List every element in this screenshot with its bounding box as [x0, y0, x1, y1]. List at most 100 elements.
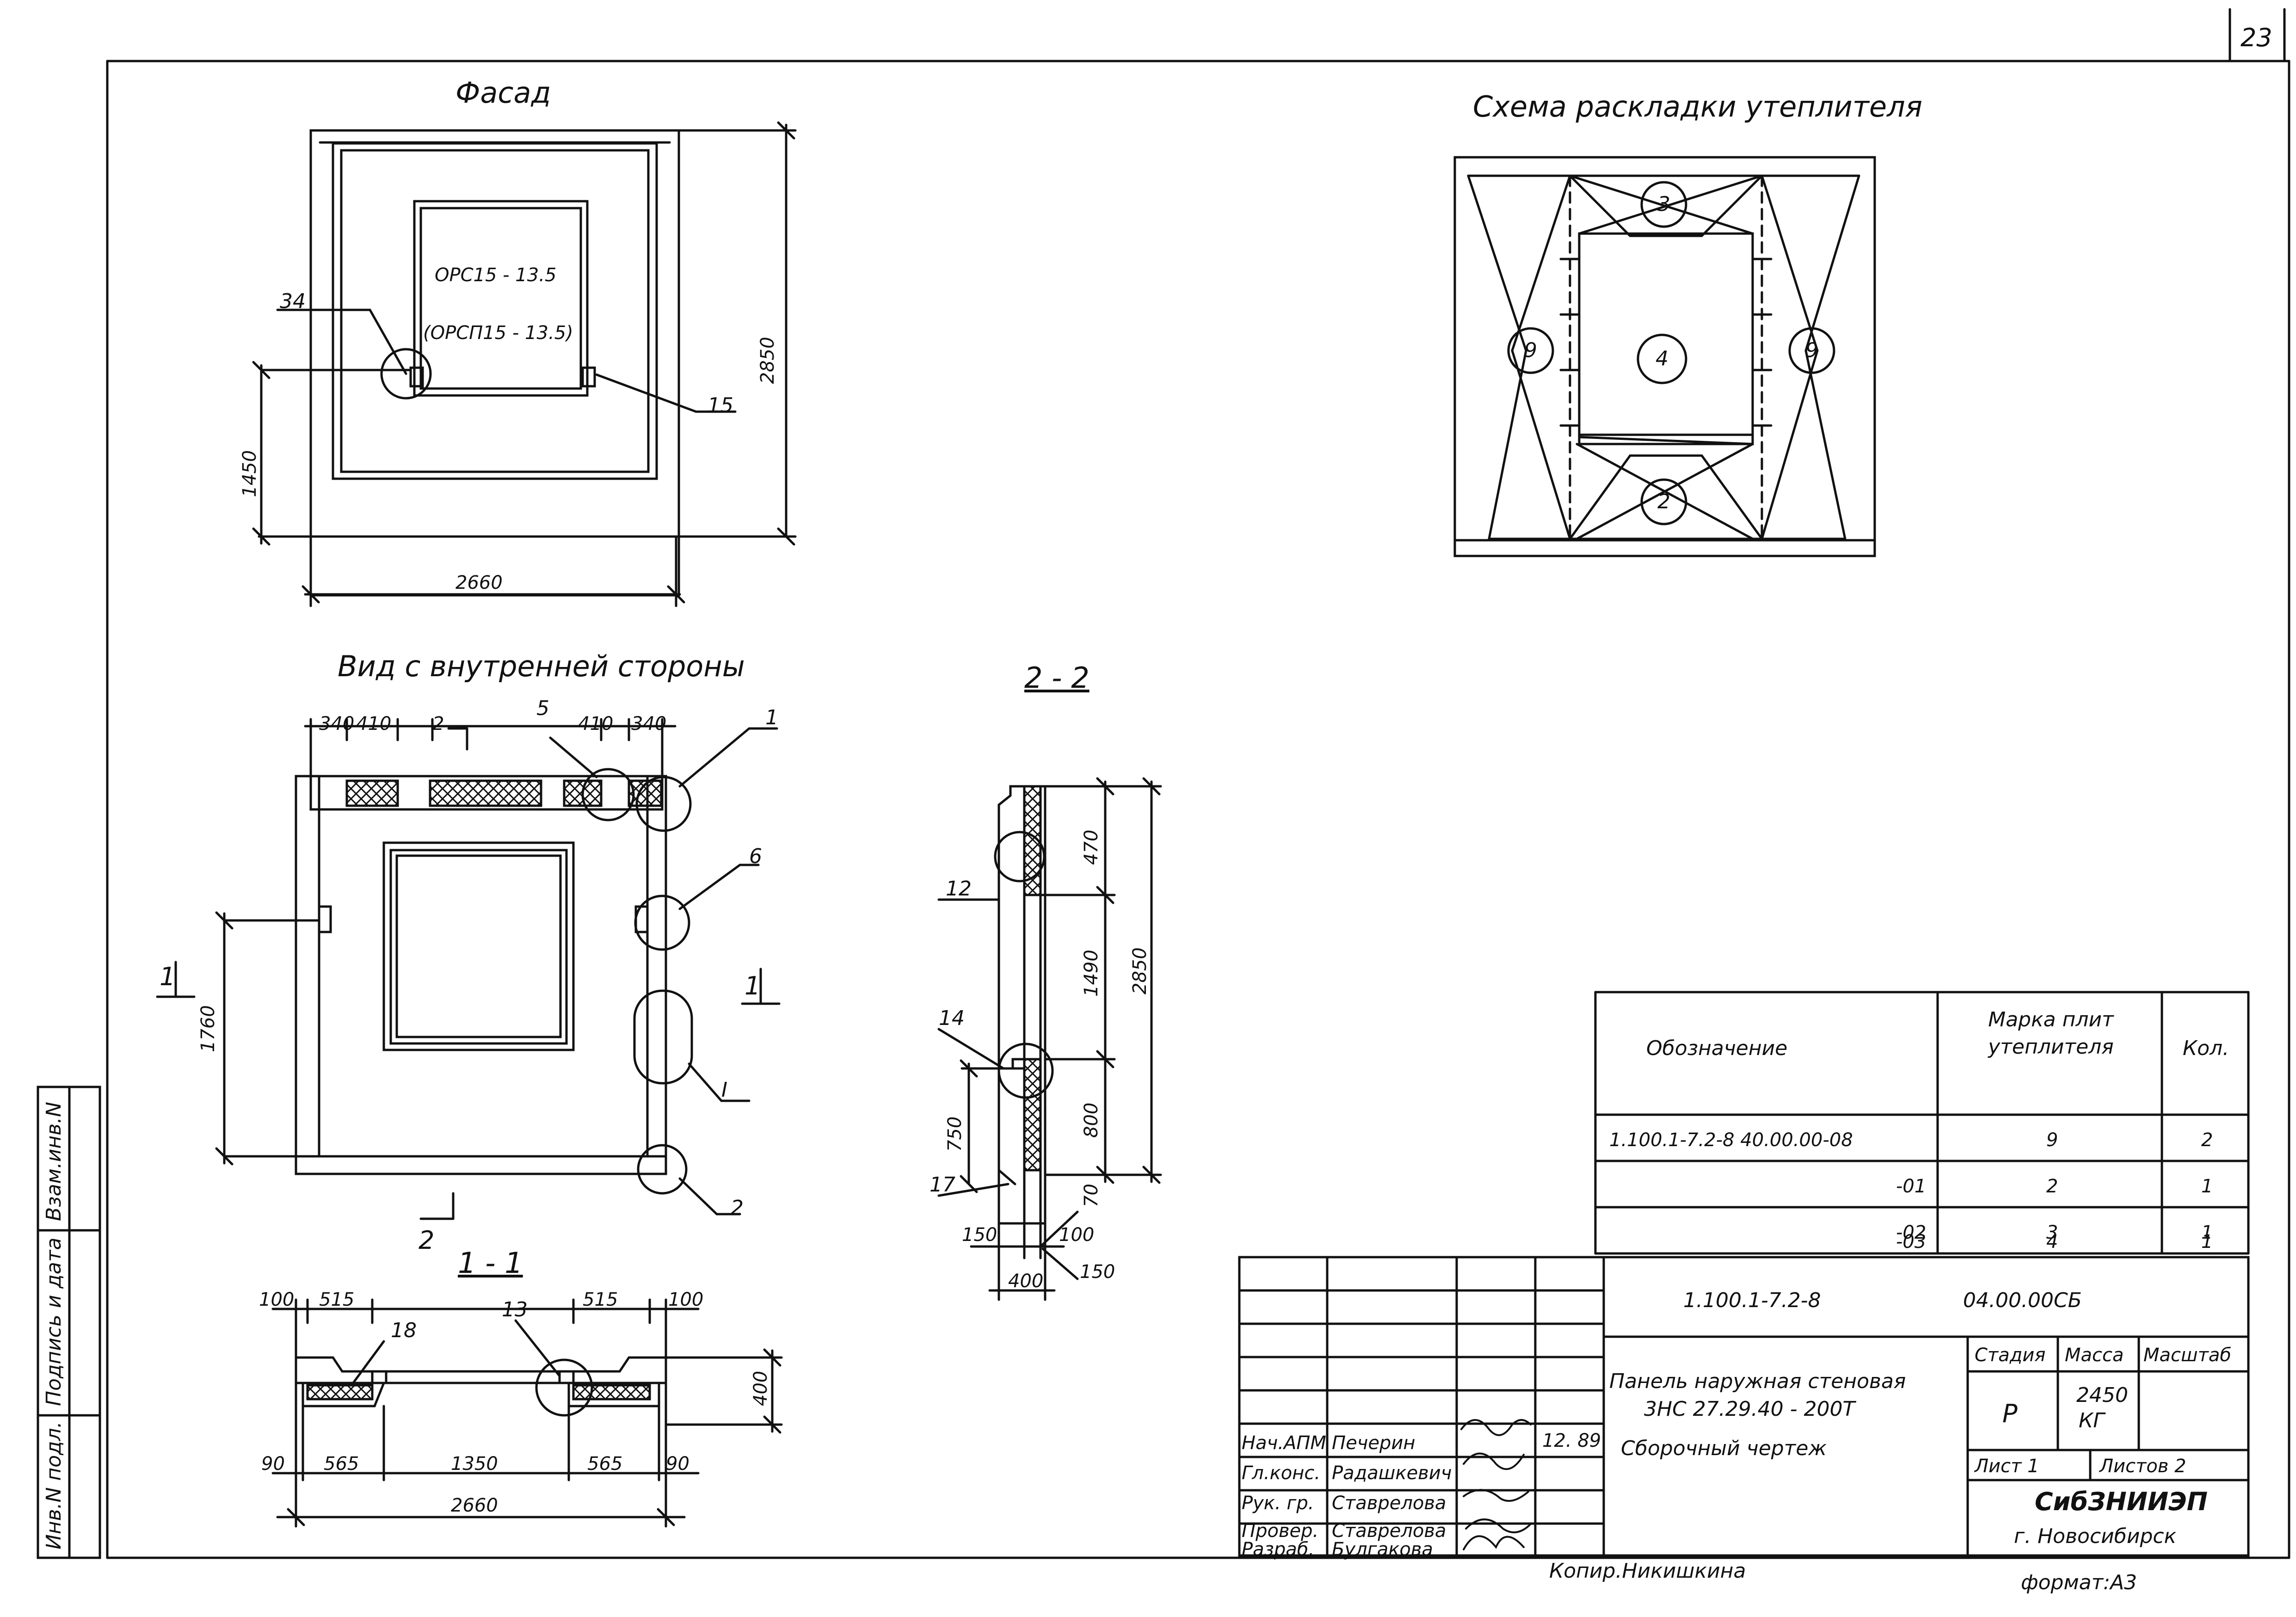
signer-name: Булгакова	[1332, 1539, 1433, 1560]
title-city: г. Новосибирск	[2014, 1524, 2177, 1548]
spec-table-frame	[1594, 991, 2250, 1255]
title-mass: 2450	[2076, 1383, 2128, 1407]
section-2-2-dim-800: 800	[1081, 1102, 1102, 1138]
facade-dim-width: 2660	[456, 572, 503, 593]
spec-header-designation: Обозначение	[1646, 1037, 1788, 1060]
section-2-2-dim-150b: 150	[1080, 1261, 1115, 1283]
spec-row-designation: -03	[1896, 1231, 1927, 1253]
spec-row-mark: 2	[2046, 1176, 2058, 1197]
spec-row-qty: 1	[2201, 1231, 2213, 1253]
section-2-2-dim-400: 400	[1008, 1271, 1044, 1292]
section-1-1-dim-1350: 1350	[451, 1453, 498, 1475]
insulation-scheme-drawing	[1453, 156, 1876, 557]
section-1-1-dim-100b: 100	[668, 1289, 704, 1310]
section-1-1-dim-515b: 515	[583, 1289, 618, 1310]
insulation-pos-right: 9	[1805, 339, 1818, 362]
inner-view-title: Вид с внутренней стороны	[338, 649, 745, 683]
inner-dim-410-left: 410	[356, 713, 392, 734]
signer-role: Рук. гр.	[1242, 1493, 1314, 1514]
inner-callout-1: 1	[765, 706, 778, 729]
inner-view-drawing	[156, 718, 781, 1220]
facade-dim-height: 2850	[757, 337, 778, 384]
section-2-2-title: 2 - 2	[1024, 661, 1090, 695]
side-stamp-frame	[37, 1086, 101, 1559]
section-1-1-callout-18: 18	[391, 1319, 417, 1342]
inner-dim-340-right: 340	[631, 713, 667, 734]
title-mass-label: Масса	[2065, 1345, 2124, 1366]
title-name-line3: Сборочный чертеж	[1621, 1437, 1827, 1460]
section-2-2-dim-470: 470	[1081, 829, 1102, 865]
title-doc-number: 04.00.00СБ	[1963, 1289, 2082, 1312]
title-sheet-label: Лист 1	[1975, 1456, 2039, 1477]
spec-row-mark: 3	[2046, 1222, 2058, 1243]
facade-callout-15: 15	[708, 394, 733, 417]
title-mass-unit: КГ	[2079, 1409, 2105, 1432]
title-name-line2: 3НС 27.29.40 - 200Т	[1644, 1397, 1855, 1421]
insulation-title: Схема раскладки утеплителя	[1473, 90, 1923, 123]
spec-row-designation: 1.100.1-7.2-8 40.00.00-08	[1609, 1129, 1853, 1151]
section-2-2-drawing	[937, 777, 1162, 1301]
side-stamp-inv-no: Инв.N подл.	[42, 1421, 66, 1549]
inner-dim-2: 2	[432, 713, 444, 734]
section-2-2-dim-100: 100	[1059, 1224, 1095, 1246]
signer-role: Нач.АПМ	[1242, 1432, 1326, 1454]
section-1-1-drawing	[271, 1298, 783, 1528]
insulation-pos-bottom: 2	[1657, 490, 1670, 513]
spec-row-designation: -01	[1896, 1176, 1927, 1197]
inner-cut-mark-right: 1	[745, 971, 761, 1000]
signer-name: Печерин	[1332, 1432, 1416, 1454]
signer-role: Провер.	[1242, 1520, 1319, 1542]
spec-row-qty: 1	[2201, 1222, 2213, 1243]
spec-row-designation: -02	[1896, 1222, 1927, 1243]
title-doc-code: 1.100.1-7.2-8	[1683, 1289, 1821, 1312]
side-stamp-sign-date: Подпись и дата	[42, 1237, 66, 1406]
title-org: СибЗНИИЭП	[2035, 1487, 2208, 1516]
facade-title: Фасад	[456, 76, 551, 110]
inner-dim-410-right: 410	[578, 713, 614, 734]
facade-window-mark-alt: (ОРСП15 - 13.5)	[423, 322, 573, 344]
section-2-2-callout-17: 17	[929, 1173, 955, 1197]
section-2-2-callout-12: 12	[946, 877, 972, 901]
section-1-1-title: 1 - 1	[458, 1246, 523, 1280]
side-stamp-replace-inv: Взам.инв.N	[42, 1102, 66, 1221]
spec-row-qty: 2	[2201, 1129, 2213, 1151]
insulation-pos-center: 4	[1656, 347, 1668, 370]
signer-role: Разраб.	[1242, 1539, 1315, 1560]
section-1-1-dim-100a: 100	[259, 1289, 295, 1310]
spec-row-mark: 9	[2046, 1129, 2058, 1151]
section-2-2-dim-150a: 150	[962, 1224, 997, 1246]
inner-callout-5: 5	[536, 697, 549, 720]
spec-row-qty: 1	[2201, 1176, 2213, 1197]
insulation-pos-top: 3	[1657, 192, 1670, 216]
title-scale-label: Масштаб	[2143, 1345, 2232, 1366]
signatures	[1460, 1419, 1532, 1550]
signer-name: Радашкевич	[1332, 1463, 1452, 1484]
section-1-1-dim-400: 400	[750, 1370, 771, 1406]
inner-callout-2: 2	[731, 1196, 744, 1220]
insulation-pos-left: 9	[1524, 339, 1537, 362]
section-1-1-dim-90b: 90	[666, 1453, 689, 1475]
spec-header-qty: Кол.	[2183, 1037, 2229, 1060]
section-1-1-dim-90a: 90	[261, 1453, 285, 1475]
title-stage: Р	[2002, 1399, 2018, 1428]
signer-name: Ставрелова	[1332, 1520, 1447, 1542]
facade-dim-window-base: 1450	[239, 450, 260, 497]
title-stage-label: Стадия	[1975, 1345, 2046, 1366]
section-2-2-dim-2850: 2850	[1129, 947, 1151, 994]
section-1-1-callout-13: 13	[502, 1298, 528, 1321]
section-2-2-dim-1490: 1490	[1081, 950, 1102, 997]
inner-callout-i: I	[721, 1078, 727, 1102]
inner-cut-mark-bottom: 2	[419, 1226, 435, 1255]
page-number: 23	[2241, 23, 2272, 52]
signer-role: Гл.конс.	[1242, 1463, 1321, 1484]
section-1-1-dim-515a: 515	[319, 1289, 355, 1310]
inner-callout-6: 6	[749, 845, 762, 868]
title-block-frame	[1238, 1256, 2250, 1557]
section-1-1-dim-565a: 565	[324, 1453, 359, 1475]
facade-drawing	[252, 121, 797, 607]
title-sheets-label: Листов 2	[2099, 1456, 2186, 1477]
inner-dim-340-left: 340	[319, 713, 355, 734]
inner-dim-left: 1760	[197, 1005, 219, 1052]
signer-name: Ставрелова	[1332, 1493, 1447, 1514]
